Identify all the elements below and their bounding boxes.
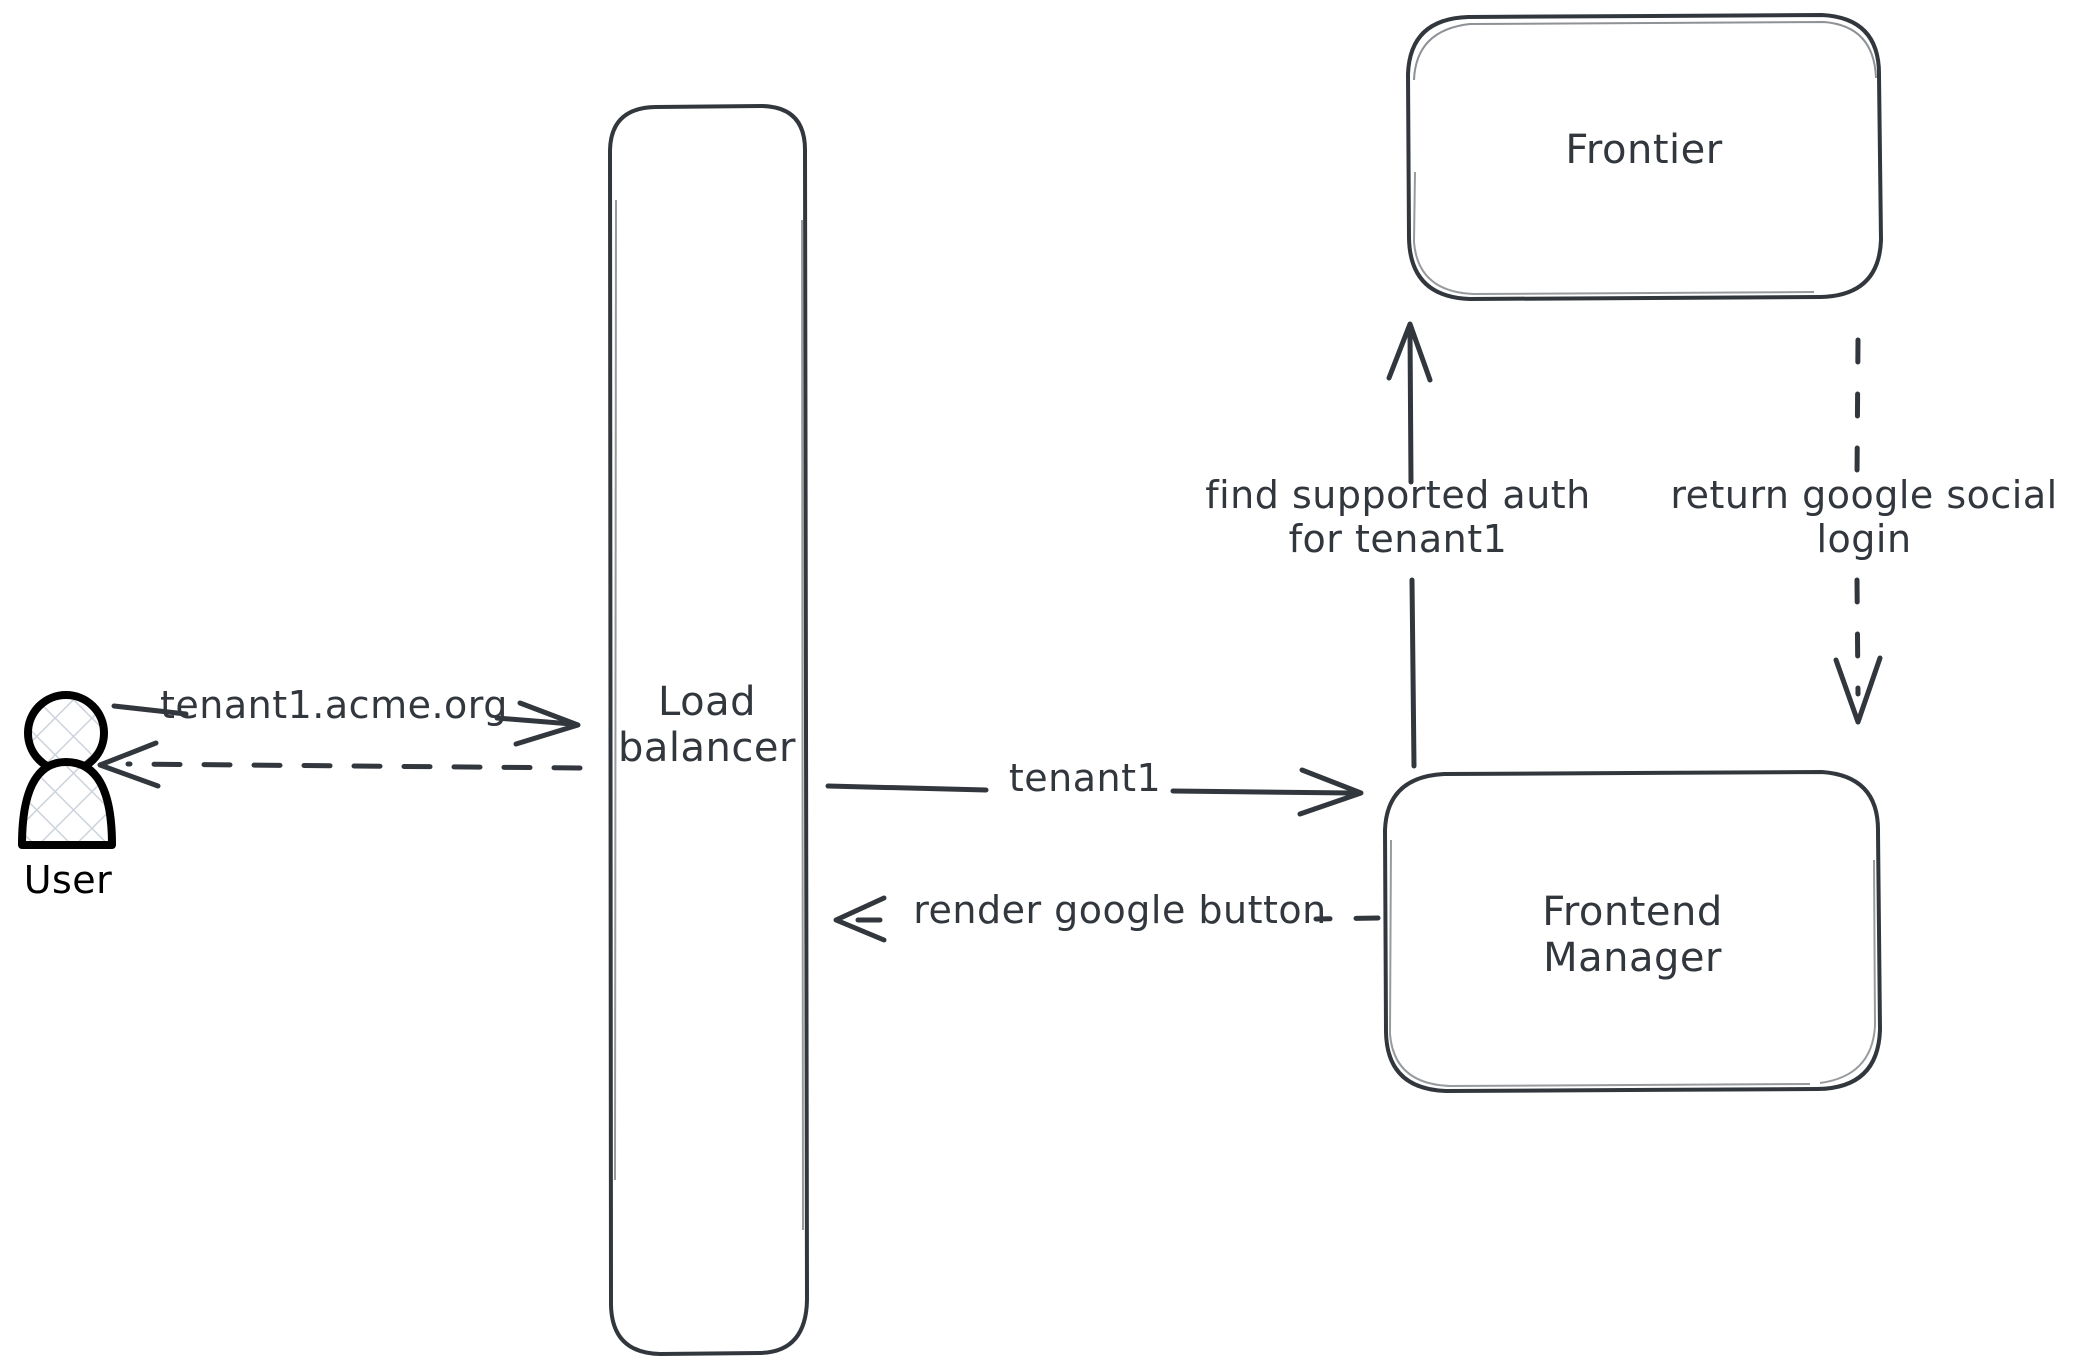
edge-frontend-manager-to-frontier[interactable] <box>1386 321 1433 769</box>
node-frontend-manager[interactable] <box>1383 770 1882 1093</box>
frontend-manager-shape <box>1383 770 1882 1093</box>
edge-line <box>825 783 989 793</box>
edge-load-balancer-to-frontend-manager[interactable] <box>825 767 1364 817</box>
arrowhead-up-icon <box>1386 321 1433 383</box>
node-load-balancer[interactable] <box>608 104 809 1356</box>
frontier-sketch-line-2 <box>1412 171 1815 296</box>
arrowhead-right-icon <box>513 700 581 747</box>
edge-line-2 <box>1170 788 1355 796</box>
edge-line <box>125 761 583 771</box>
edge-frontend-manager-to-load-balancer[interactable] <box>833 895 1381 943</box>
edge-line <box>111 703 189 717</box>
arrowhead-right-icon <box>1297 767 1364 817</box>
edge-line-2 <box>1854 577 1861 697</box>
load-balancer-sketch-line <box>614 199 617 1181</box>
edge-line-2 <box>1407 327 1414 485</box>
arrowhead-down-icon <box>1833 655 1883 725</box>
user-body-icon <box>18 758 116 849</box>
edge-load-balancer-to-user[interactable] <box>97 740 583 789</box>
edge-frontier-to-frontend-manager[interactable] <box>1833 337 1883 725</box>
edge-line <box>1313 915 1381 922</box>
frontier-sketch-line <box>1413 20 1877 81</box>
frontend-manager-sketch-line <box>1388 839 1811 1088</box>
node-frontier[interactable] <box>1406 13 1883 301</box>
edge-line <box>1409 577 1417 769</box>
edge-line <box>1854 337 1861 481</box>
edge-line-2 <box>494 715 575 727</box>
edge-user-to-load-balancer[interactable] <box>111 700 581 747</box>
arrowhead-left-icon <box>97 740 161 789</box>
load-balancer-shape <box>608 104 809 1356</box>
actor-user[interactable] <box>18 691 116 849</box>
arrowhead-left-icon <box>833 895 887 943</box>
frontier-shape <box>1406 13 1883 301</box>
frontend-manager-sketch-line-2 <box>1819 859 1877 1084</box>
load-balancer-sketch-line-2 <box>801 219 804 1231</box>
